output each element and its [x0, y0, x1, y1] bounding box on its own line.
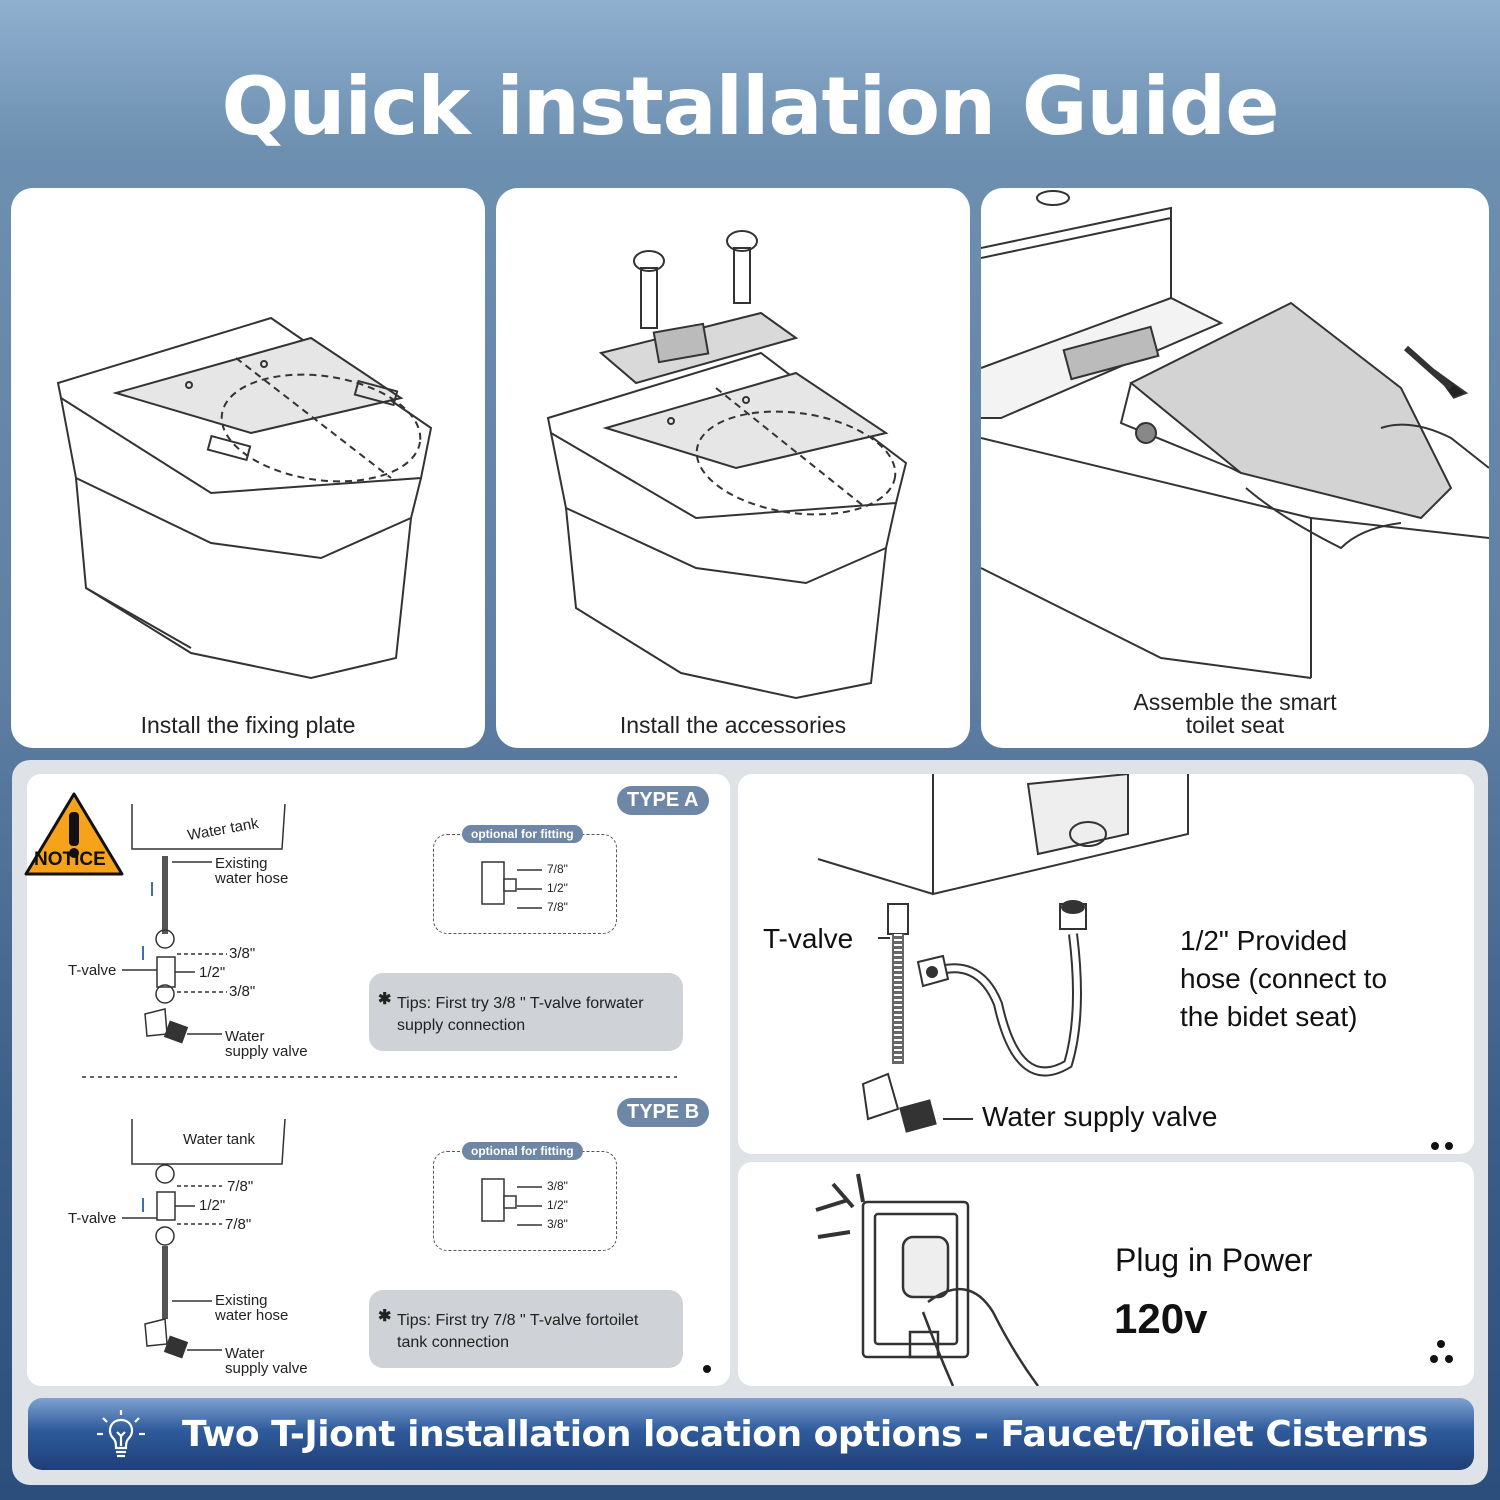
- t-valve-types-panel: Water tank Existing water hose T-valve 3…: [27, 774, 730, 1386]
- type-b-tips-box: ✱ Tips: First try 7/8 " T-valve fortoile…: [369, 1290, 683, 1368]
- hose-label-line3: the bidet seat): [1180, 1001, 1358, 1032]
- type-b-supply-label-2: supply valve: [225, 1360, 308, 1377]
- power-voltage: 120v: [1114, 1295, 1208, 1342]
- page-dot-indicator: [1430, 1355, 1438, 1363]
- type-a-opt-top: 7/8": [547, 862, 568, 876]
- step-caption: Install the accessories: [619, 712, 847, 738]
- page-dot-indicator: [1431, 1142, 1439, 1150]
- type-a-size-bottom: 3/8": [229, 983, 256, 1000]
- step-caption-line1: Assemble the smart: [1133, 689, 1337, 715]
- type-b-optional-label: optional for fitting: [462, 1142, 583, 1160]
- step-card-fixing-plate: Install the fixing plate: [11, 188, 485, 748]
- page-dot-indicator: [703, 1365, 711, 1373]
- power-panel: Plug in Power 120v: [738, 1162, 1474, 1386]
- page-title: Quick installation Guide: [221, 60, 1280, 153]
- warning-icon: [24, 792, 124, 876]
- hose-connection-panel: T-valve 1/2" Provided hose (connect to t…: [738, 774, 1474, 1154]
- type-b-opt-top: 3/8": [547, 1179, 568, 1193]
- type-a-tips-line1: Tips: First try 3/8 " T-valve forwater: [397, 995, 644, 1012]
- type-a-tips-box: ✱ Tips: First try 3/8 " T-valve forwater…: [369, 973, 683, 1051]
- footer-banner: [28, 1398, 1474, 1470]
- type-b-tvalve-label: T-valve: [68, 1210, 117, 1227]
- power-plug-illustration: [815, 1173, 1040, 1386]
- toilet-fixing-plate-illustration: [56, 316, 433, 680]
- type-a-optional-label: optional for fitting: [462, 825, 583, 843]
- type-b-opt-bottom: 3/8": [547, 1217, 568, 1231]
- type-a-badge: TYPE A: [617, 786, 709, 815]
- type-a-optional-fitting-box: [433, 834, 617, 934]
- page-dot-indicator: [1445, 1355, 1453, 1363]
- type-b-existing-hose-label-2: water hose: [215, 1307, 289, 1324]
- hose-tvalve-label: T-valve: [763, 923, 854, 954]
- step-card-assemble-seat: Assemble the smart toilet seat: [981, 188, 1489, 748]
- type-a-size-top: 3/8": [229, 945, 256, 962]
- t-valve-type-diagrams: [82, 803, 677, 1359]
- type-b-optional-fitting-box: [433, 1151, 617, 1251]
- type-a-existing-hose-label-2: water hose: [215, 870, 289, 887]
- type-b-existing-hose-label-1: Existing: [215, 1292, 268, 1309]
- step-caption: Install the fixing plate: [140, 712, 356, 738]
- hose-label-line2: hose (connect to: [1180, 963, 1388, 994]
- type-b-size-mid: 1/2": [199, 1197, 226, 1214]
- footer-banner-text: Two T-Jiont installation location option…: [182, 1414, 1428, 1455]
- notice-label: NOTICE: [34, 849, 106, 870]
- hose-connection-illustration: [817, 774, 1189, 1133]
- page-dot-indicator: [1445, 1142, 1453, 1150]
- type-a-size-mid: 1/2": [199, 964, 226, 981]
- power-label: Plug in Power: [1115, 1242, 1313, 1278]
- type-a-supply-label-1: Water: [225, 1028, 265, 1045]
- type-b-supply-label-1: Water: [225, 1345, 265, 1362]
- type-b-opt-mid: 1/2": [547, 1198, 568, 1212]
- step-caption-line2: toilet seat: [1185, 712, 1285, 738]
- type-a-existing-hose-label-1: Existing: [215, 855, 268, 872]
- tips-star-icon: ✱: [378, 991, 392, 1008]
- type-a-tvalve-label: T-valve: [68, 962, 117, 979]
- lightbulb-icon: [97, 1410, 145, 1458]
- type-b-size-top: 7/8": [227, 1178, 254, 1195]
- type-b-tips-line2: tank connection: [397, 1334, 510, 1351]
- type-a-supply-label-2: supply valve: [225, 1043, 308, 1060]
- step-card-accessories: Install the accessories: [496, 188, 970, 748]
- type-a-opt-bottom: 7/8": [547, 900, 568, 914]
- page-dot-indicator: [1437, 1340, 1445, 1348]
- type-b-water-tank-label: Water tank: [183, 1131, 255, 1148]
- hose-label-line1: 1/2" Provided: [1180, 925, 1348, 956]
- type-b-size-bottom: 7/8": [225, 1216, 252, 1233]
- type-a-tips-line2: supply connection: [397, 1017, 526, 1034]
- tips-star-icon: ✱: [378, 1308, 392, 1325]
- type-a-opt-mid: 1/2": [547, 881, 568, 895]
- type-b-badge: TYPE B: [617, 1098, 710, 1127]
- type-b-tips-line1: Tips: First try 7/8 " T-valve fortoilet: [397, 1312, 639, 1329]
- hose-supply-label: Water supply valve: [982, 1101, 1218, 1132]
- seat-assembly-illustration: [981, 190, 1489, 679]
- toilet-accessories-illustration: [546, 230, 908, 700]
